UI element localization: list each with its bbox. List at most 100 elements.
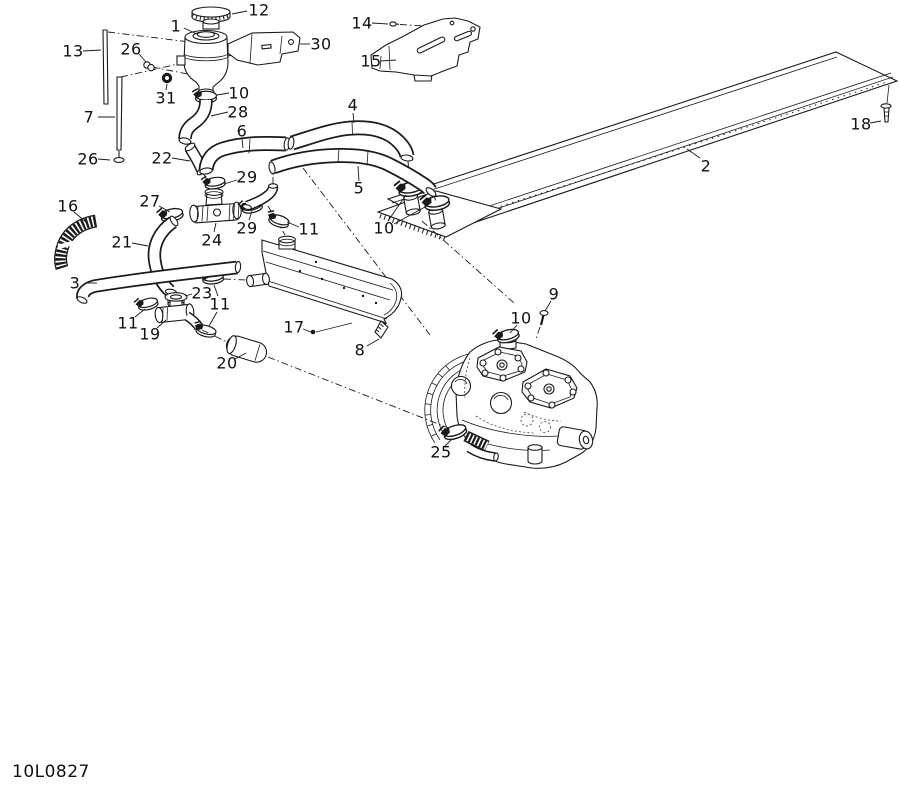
assembly-line [267,356,452,430]
tube-7 [116,76,123,151]
callout-10: 10 [509,309,531,334]
rivet-17 [310,329,316,335]
callout-6: 6 [237,122,248,149]
hose-21 [147,215,179,297]
callout-22: 22 [151,149,191,168]
svg-text:7: 7 [84,108,95,127]
svg-text:5: 5 [354,179,365,198]
reservoir-tank [183,37,229,94]
svg-text:21: 21 [111,233,132,252]
callout-5: 5 [354,165,365,198]
svg-text:22: 22 [151,149,172,168]
svg-text:6: 6 [237,122,248,141]
callout-21: 21 [111,233,149,252]
svg-text:31: 31 [155,89,176,108]
cylinder-head [521,368,578,409]
coolant-reservoir [102,6,301,192]
callout-10: 10 [216,84,249,103]
callout-31: 31 [155,83,176,108]
hose-5 [268,147,437,197]
hose-3 [76,260,242,304]
callout-12: 12 [231,1,269,20]
callout-19: 19 [139,319,167,344]
drawing-number: 10L0827 [12,762,90,782]
svg-text:9: 9 [549,285,560,304]
callout-17: 17 [283,318,312,337]
svg-text:18: 18 [850,115,871,134]
screw-18 [880,84,892,123]
assembly-line [302,167,431,336]
svg-text:28: 28 [227,103,248,122]
callout-20: 20 [216,352,247,373]
callout-27: 27 [139,192,171,213]
svg-text:29: 29 [236,168,257,187]
screw-14 [389,21,425,27]
svg-text:20: 20 [216,354,237,373]
svg-text:17: 17 [283,318,304,337]
svg-text:3: 3 [70,274,81,293]
svg-text:19: 19 [139,325,160,344]
flywheel [424,352,477,444]
svg-text:13: 13 [62,42,83,61]
svg-text:27: 27 [139,192,160,211]
callout-9: 9 [544,285,560,312]
callout-29: 29 [236,210,257,238]
svg-text:4: 4 [348,96,359,115]
svg-text:1: 1 [171,17,182,36]
clip-26 [143,61,155,72]
svg-text:29: 29 [236,219,257,238]
cylinder-20 [225,335,268,363]
panel-port-nipple [428,207,446,230]
elbow-28 [178,99,213,145]
nut-31 [161,72,173,84]
svg-text:11: 11 [117,314,138,333]
hose-clamp-11 [191,319,219,340]
bolt-9 [535,310,549,340]
callout-18: 18 [850,115,882,134]
callout-15: 15 [360,52,397,71]
svg-text:16: 16 [57,197,78,216]
callout-26: 26 [77,150,111,169]
callout-29: 29 [223,168,257,187]
svg-text:11: 11 [298,220,319,239]
tube-cap-26 [113,157,125,163]
callout-11: 11 [208,284,230,327]
callout-30: 30 [300,35,331,54]
callout-14: 14 [351,14,389,33]
svg-text:26: 26 [77,150,98,169]
callout-1: 1 [171,17,198,36]
callout-4: 4 [348,96,359,124]
assembly-line [421,220,515,304]
bracket-30 [227,31,301,66]
cylinder-head [476,346,528,382]
callout-11: 11 [286,220,319,239]
svg-text:23: 23 [191,284,212,303]
elbow-fitting [242,183,279,211]
callout-26: 26 [120,40,147,63]
callout-13: 13 [62,42,102,61]
callout-23: 23 [184,284,212,303]
svg-text:10: 10 [228,84,249,103]
hose-clamp-11 [132,293,160,314]
svg-text:24: 24 [201,231,222,250]
svg-text:15: 15 [360,52,381,71]
guard-bracket-15 [370,17,481,82]
rod-13 [102,29,109,105]
svg-text:30: 30 [310,35,331,54]
panel-port-nipple [403,193,421,216]
svg-text:11: 11 [209,295,230,314]
hose-clamp-11 [263,208,292,231]
callout-8: 8 [355,338,380,360]
ribbed-stub [463,430,499,462]
callout-11: 11 [117,308,146,333]
svg-text:10: 10 [373,219,394,238]
callout-28: 28 [210,103,248,122]
svg-text:8: 8 [355,341,366,360]
callout-3: 3 [70,274,97,293]
callout-24: 24 [201,222,222,250]
reservoir-cap [191,6,231,30]
svg-text:26: 26 [120,40,141,59]
svg-text:25: 25 [430,443,451,462]
